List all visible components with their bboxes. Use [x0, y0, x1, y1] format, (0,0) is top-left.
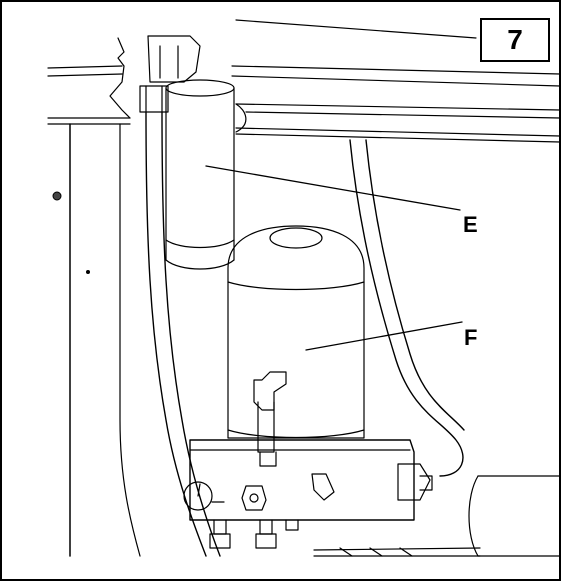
connector-1: [241, 485, 267, 511]
right-cylinder-lines: [477, 475, 561, 557]
callout-label-e: E: [463, 212, 478, 237]
filter-e-band: [165, 239, 235, 249]
pressure-gauge: [183, 481, 213, 511]
bottom-plate-marks: [339, 547, 413, 557]
rail-left: [47, 65, 123, 77]
bolt-upper: [52, 191, 62, 201]
hex-nut-faces: [145, 85, 163, 113]
filter-f-cap: [269, 227, 323, 249]
right-hose-outer: [349, 139, 464, 477]
top-fitting: [147, 35, 201, 83]
bottom-port-3: [285, 519, 299, 531]
right-hose-inner: [365, 139, 465, 431]
rail-bend: [235, 103, 247, 133]
top-fitting-lines: [159, 45, 179, 79]
rail-left-lower: [47, 117, 131, 125]
hex-nut: [139, 85, 169, 113]
leader-line-f: [305, 321, 463, 351]
elbow-pipe: [257, 401, 275, 453]
callout-label-f: F: [464, 325, 478, 350]
filter-f-shoulder: [227, 281, 365, 291]
hose-outer-right: [161, 111, 221, 557]
fitting-jagged-left: [109, 37, 131, 119]
gauge-needle: [197, 483, 201, 497]
filter-e-top: [165, 79, 235, 97]
rail-mid-lower: [235, 127, 561, 143]
connector-1-port: [249, 493, 259, 503]
figure-number: 7: [480, 18, 550, 62]
right-cylinder-end: [468, 475, 479, 557]
filter-e-bottom: [165, 259, 235, 270]
left-panel-inner: [119, 123, 141, 557]
side-valve-stem: [419, 475, 433, 491]
connector-2: [311, 473, 335, 501]
bottom-nut-2: [255, 533, 277, 549]
rail-mid: [235, 103, 561, 119]
rail-upper: [231, 65, 561, 87]
rail-top-line: [235, 19, 477, 39]
filter-f-body: [227, 225, 365, 439]
hose-outer-left: [145, 111, 207, 557]
manifold-block: [189, 439, 415, 521]
bottom-nut-1: [209, 533, 231, 549]
bolt-lower: [86, 270, 90, 274]
machine-drawing: [47, 19, 561, 557]
filter-f-bottom-band: [227, 429, 365, 439]
leader-line-e: [205, 165, 461, 211]
elbow-nut: [259, 451, 277, 467]
